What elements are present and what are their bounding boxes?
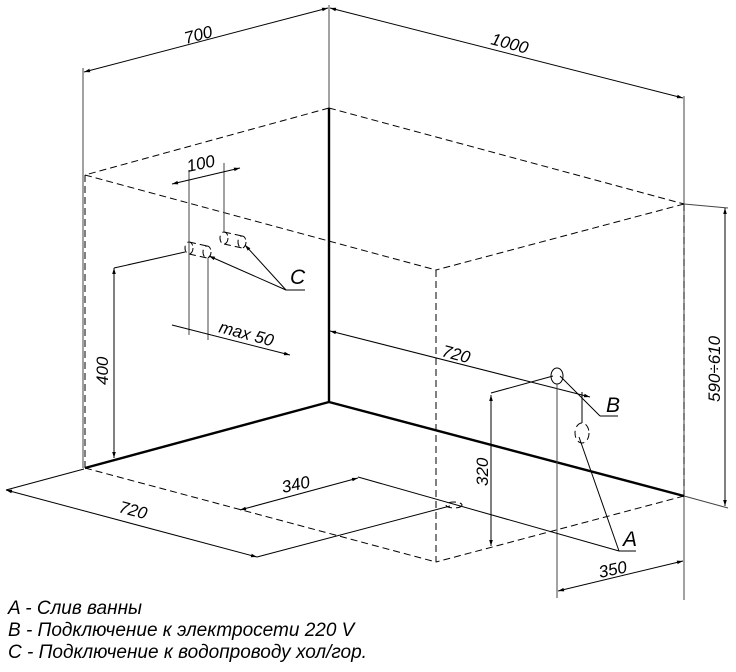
floor-left-edge xyxy=(84,400,330,470)
dim-line-700 xyxy=(83,7,329,73)
dim-590-610: 590÷610 xyxy=(705,335,724,402)
dim-400: 400 xyxy=(93,356,112,385)
dim-line-1000 xyxy=(329,7,684,99)
dim-320: 320 xyxy=(473,457,492,486)
dim-720-bottom: 720 xyxy=(117,498,150,524)
legend: A - Слив ванны B - Подключение к электро… xyxy=(8,598,367,664)
marker-a: A xyxy=(621,528,637,551)
legend-item-b: B - Подключение к электросети 220 V xyxy=(8,620,355,641)
dim-700: 700 xyxy=(182,22,215,48)
dim-720-mid: 720 xyxy=(440,342,473,368)
marker-c: C xyxy=(290,266,306,289)
dim-max-50: max 50 xyxy=(217,318,276,351)
legend-item-c: C - Подключение к водопроводу хол/гор. xyxy=(8,642,367,663)
dim-340: 340 xyxy=(280,472,312,497)
floor-right-edge xyxy=(328,400,685,498)
dim-350: 350 xyxy=(597,557,629,582)
legend-item-a: A - Слив ванны xyxy=(8,598,143,619)
dim-100: 100 xyxy=(185,151,217,176)
marker-b: B xyxy=(606,394,620,417)
